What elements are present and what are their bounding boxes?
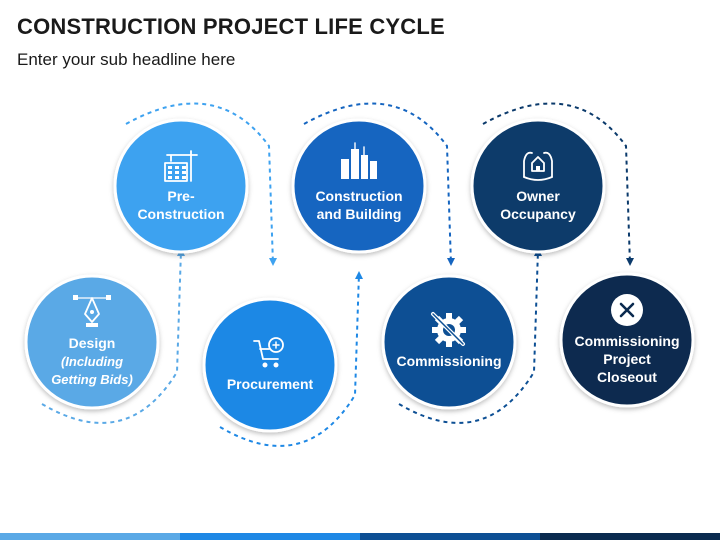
step-label: Occupancy: [500, 206, 576, 222]
bottom-bar-segment: [360, 533, 540, 540]
house-in-hands-icon: [523, 151, 553, 181]
step-circle: [24, 274, 160, 410]
step-label: Procurement: [227, 376, 314, 392]
city-buildings-icon: [341, 142, 377, 179]
step-label: Commissioning: [396, 353, 501, 369]
step-label: Construction: [137, 206, 224, 222]
step-node-5: Commissioning: [381, 274, 517, 410]
step-circle: [559, 272, 695, 408]
step-circle: [202, 297, 338, 433]
bottom-bar-segment: [180, 533, 360, 540]
connector-arc-bottom-1: [41, 249, 182, 424]
connector-arrowhead-down-2: [447, 258, 455, 266]
connector-arrowhead-down-3: [626, 258, 634, 266]
page-title: CONSTRUCTION PROJECT LIFE CYCLE: [17, 14, 445, 39]
page-subtitle: Enter your sub headline here: [17, 50, 236, 69]
step-node-4: Construction and Building: [291, 118, 427, 254]
pen-tool-icon: [73, 295, 111, 327]
step-label: Commissioning: [574, 333, 679, 349]
gear-wrench-icon: [431, 312, 466, 347]
step-label: Getting Bids): [51, 372, 133, 387]
step-node-3: Procurement: [202, 297, 338, 433]
connector-arc-bottom-2: [219, 272, 360, 447]
step-label: Construction: [315, 188, 402, 204]
step-label: Closeout: [597, 369, 657, 385]
step-label: Design: [69, 335, 116, 351]
step-label: Project: [603, 351, 651, 367]
step-label: (Including: [61, 354, 123, 369]
connectors: [41, 102, 634, 447]
connector-arc-bottom-3: [398, 249, 539, 424]
step-label: Owner: [516, 188, 560, 204]
step-label: and Building: [317, 206, 402, 222]
crane-building-icon: [164, 150, 198, 182]
connector-arc-top-2: [303, 102, 452, 265]
close-x-icon: [611, 294, 643, 326]
step-label: Pre-: [167, 188, 195, 204]
bottom-bar-segment: [540, 533, 720, 540]
bottom-color-bar: [0, 533, 720, 540]
connector-arc-top-3: [482, 102, 631, 265]
step-node-2: Pre- Construction: [113, 118, 249, 254]
step-circle: [470, 118, 606, 254]
step-circle: [291, 118, 427, 254]
connector-arrowhead-up-2: [355, 271, 363, 279]
connector-arrowhead-down-1: [269, 258, 277, 266]
step-circle: [113, 118, 249, 254]
connector-arc-top-1: [125, 102, 274, 265]
shopping-cart-icon: [253, 337, 284, 368]
bottom-bar-segment: [0, 533, 180, 540]
